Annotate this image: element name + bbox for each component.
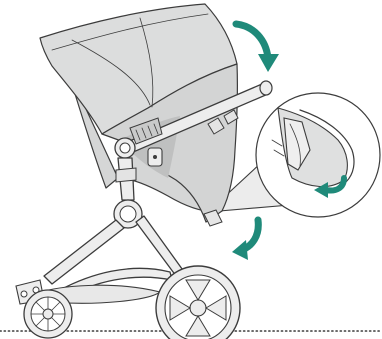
fold-down-arrow-top-icon [236, 24, 279, 72]
front-wheel-hub [43, 309, 53, 319]
upper-hub-joint-inner [120, 143, 130, 153]
push-bar-end-cap [260, 81, 272, 95]
frame-collar [116, 168, 136, 182]
fold-down-arrow-bottom-icon [232, 220, 258, 260]
central-hub-inner [120, 206, 136, 222]
seat-hinge-dot [153, 155, 157, 159]
rear-wheel-hub [190, 300, 206, 316]
front-wheel-fork-bolt [21, 291, 27, 297]
